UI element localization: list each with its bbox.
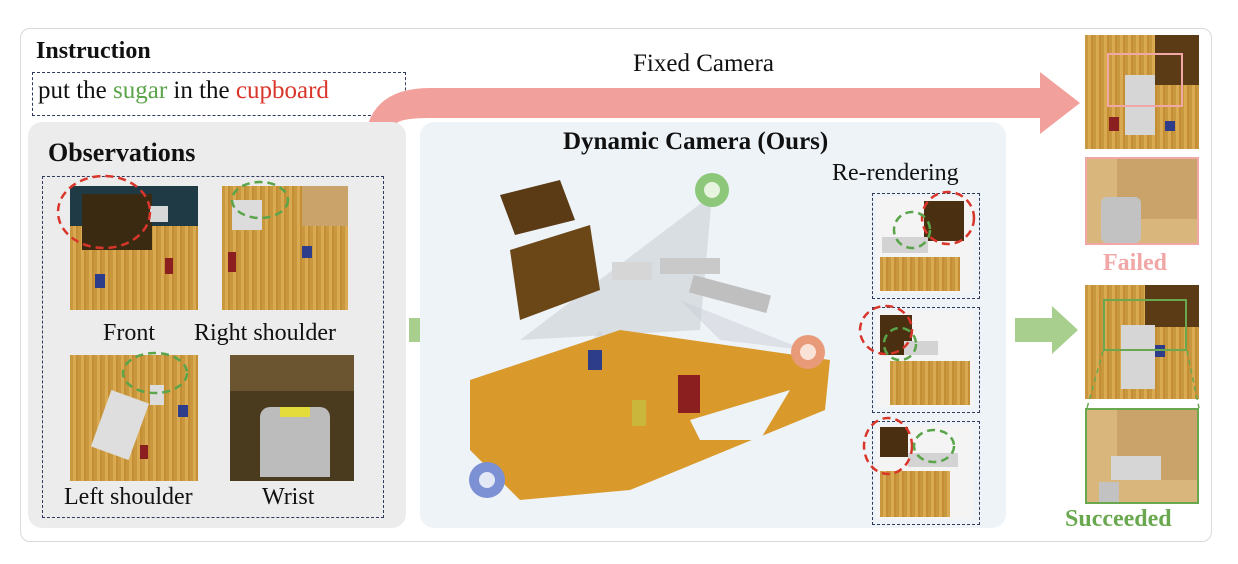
failed-top-image (1085, 35, 1199, 149)
observations-heading: Observations (48, 138, 196, 167)
failed-zoom-image (1085, 157, 1199, 245)
rerender-box-1 (872, 193, 980, 299)
left-shoulder-view-label: Left shoulder (64, 484, 193, 510)
dynamic-camera-heading: Dynamic Camera (Ours) (563, 128, 829, 155)
left-shoulder-view-image (70, 355, 198, 481)
right-shoulder-view-image (222, 186, 348, 310)
instruction-object: sugar (113, 77, 168, 104)
succeeded-zoom-image (1085, 408, 1199, 504)
observations-box (42, 176, 384, 518)
front-view-image (70, 186, 198, 310)
rerender-box-2 (872, 307, 980, 413)
wrist-view-label: Wrist (262, 484, 315, 510)
instruction-part2: in the (167, 77, 236, 104)
instruction-part1: put the (38, 77, 113, 104)
fixed-camera-label: Fixed Camera (633, 50, 774, 77)
rerender-image-3 (876, 425, 974, 519)
instruction-target: cupboard (235, 77, 329, 104)
succeeded-top-image (1085, 285, 1199, 399)
instruction-heading: Instruction (36, 38, 151, 64)
failed-label: Failed (1103, 250, 1167, 276)
rerendering-label: Re-rendering (832, 160, 959, 186)
figure-frame (20, 28, 1212, 542)
wrist-view-image (230, 355, 354, 481)
succeeded-label: Succeeded (1065, 506, 1172, 532)
rerender-box-3 (872, 421, 980, 525)
front-view-label: Front (103, 320, 156, 346)
right-shoulder-view-label: Right shoulder (194, 320, 336, 346)
instruction-text: put the sugar in the cupboard (38, 77, 329, 105)
